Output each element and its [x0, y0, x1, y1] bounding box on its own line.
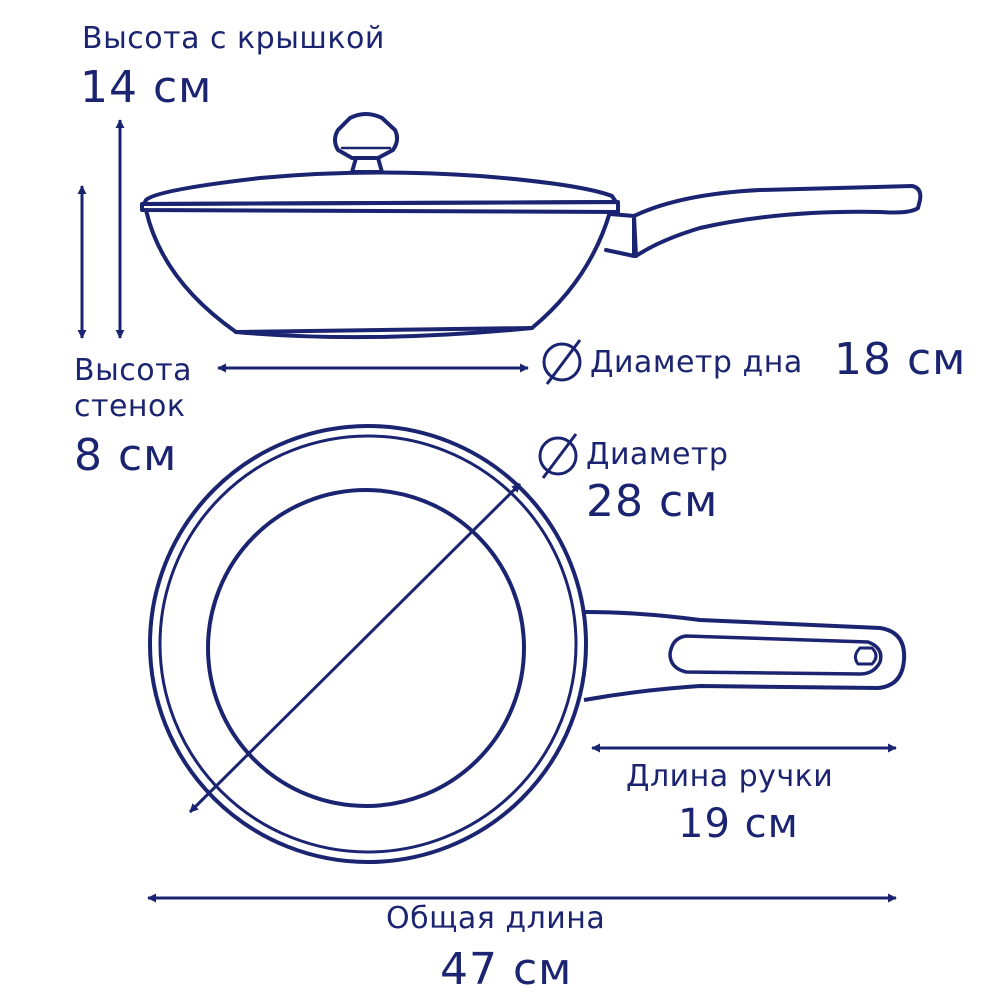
- lid-knob: [333, 112, 400, 160]
- wall-height-title-line1: Высота: [74, 353, 192, 388]
- total-length-value: 47 см: [440, 944, 573, 995]
- handle-side: [632, 184, 923, 258]
- handle-length-title: Длина ручки: [626, 759, 834, 794]
- wall-height-value: 8 см: [74, 430, 178, 481]
- handle-bracket: [604, 212, 636, 258]
- diameter-symbol-icon: [538, 433, 578, 479]
- lid-knob-stem: [350, 156, 384, 174]
- pan-outer-rim: [148, 424, 588, 864]
- diameter-arrow: [188, 482, 522, 814]
- handle-length-value: 19 см: [678, 801, 799, 847]
- bottom-diameter-title: Диаметр дна: [590, 345, 803, 380]
- handle-hang-hole: [853, 646, 878, 666]
- diameter-value: 28 см: [586, 476, 719, 527]
- pan-inner-rim: [158, 434, 578, 854]
- handle-slot: [668, 634, 883, 676]
- bottom-diameter-value: 18 см: [834, 334, 967, 385]
- pan-rim: [140, 200, 620, 214]
- total-length-title: Общая длина: [386, 901, 606, 936]
- wall-height-title-line2: стенок: [74, 389, 186, 424]
- lid: [142, 170, 618, 206]
- height-with-lid-title: Высота с крышкой: [82, 21, 385, 56]
- diameter-title: Диаметр: [586, 437, 729, 472]
- handle-top: [583, 610, 907, 702]
- diameter-symbol-icon: [542, 339, 582, 385]
- pan-top-view: [148, 424, 907, 864]
- pan-side-view: [140, 112, 923, 340]
- pan-body: [144, 208, 612, 340]
- pan-bottom: [206, 488, 526, 808]
- height-with-lid-value: 14 см: [80, 62, 213, 113]
